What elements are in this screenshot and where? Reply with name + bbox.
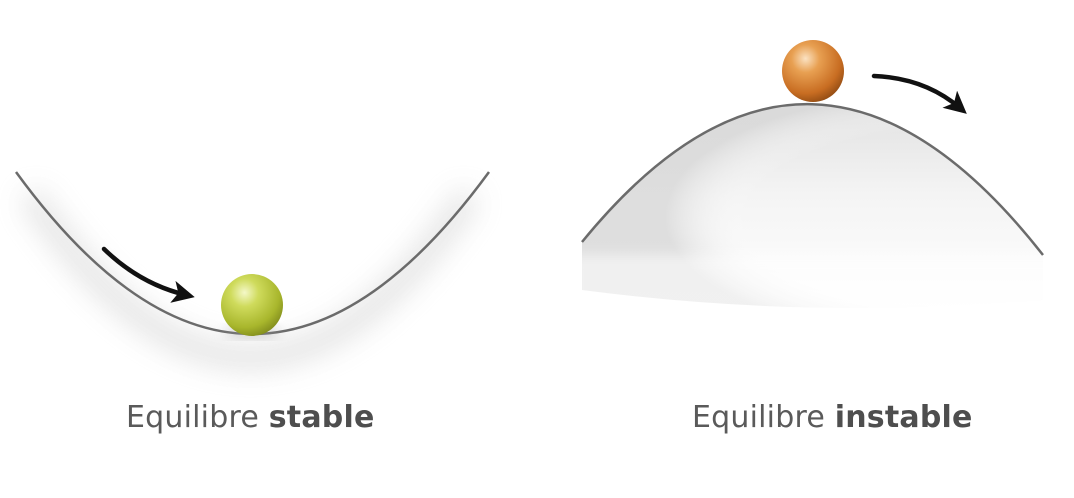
caption-stable-bold: stable <box>268 400 375 435</box>
dome-curve <box>581 103 1044 256</box>
caption-unstable-regular: Equilibre <box>692 400 825 435</box>
unstable-equilibrium-group <box>570 40 1060 325</box>
green-sphere-icon <box>221 274 283 336</box>
dome-fade <box>570 255 1060 325</box>
caption-unstable-bold: instable <box>834 400 973 435</box>
curved-arrow-down-right-icon <box>871 73 967 114</box>
curved-arrow-down-right-icon <box>101 246 195 303</box>
caption-unstable-equilibrium: Equilibre instable <box>692 400 973 435</box>
orange-sphere-icon <box>782 40 844 102</box>
caption-stable-equilibrium: Equilibre stable <box>126 400 375 435</box>
bowl-shadow <box>20 188 480 369</box>
stable-equilibrium-group <box>14 171 491 369</box>
caption-stable-regular: Equilibre <box>126 400 259 435</box>
